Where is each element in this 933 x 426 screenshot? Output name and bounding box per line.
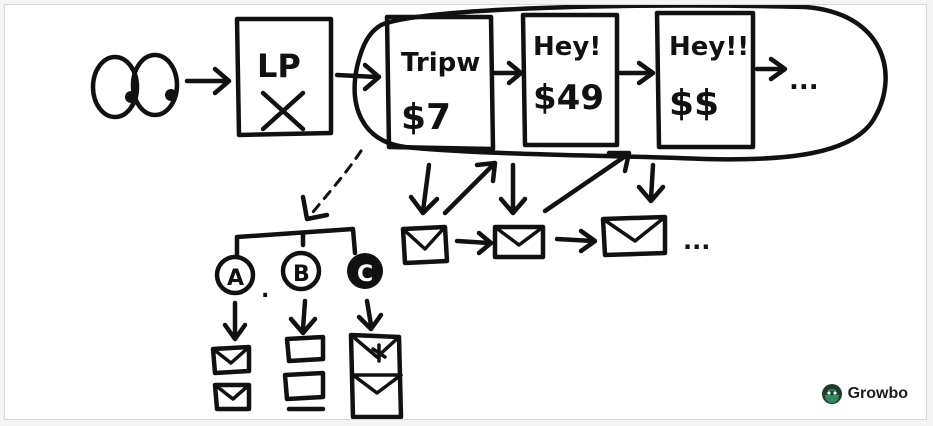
- arrow-email-1-to-2: [454, 230, 494, 256]
- email-icon: [284, 334, 326, 364]
- email-icon: [492, 224, 546, 260]
- segment-tree-bracket: [234, 226, 358, 260]
- offer-3-title: Hey!!: [669, 32, 749, 62]
- email-icon: [212, 382, 252, 412]
- segment-a-label: A: [227, 266, 244, 291]
- arrow-offer-3-to-more: [754, 56, 788, 82]
- segment-c-label: C: [357, 262, 373, 287]
- close-icon: [260, 90, 306, 132]
- segment-c-node: C: [347, 253, 383, 289]
- arrow-eyes-to-lp: [184, 66, 232, 96]
- arrows-offers-emails: [408, 150, 666, 216]
- landing-page-label: LP: [257, 47, 301, 85]
- brand-logo: Growbo: [821, 383, 908, 405]
- offer-2-price: $49: [533, 78, 604, 118]
- offer-1-title: Tripw: [401, 48, 480, 78]
- arrow-offer-2-to-3: [616, 60, 656, 86]
- email-icon: [282, 370, 326, 402]
- offer-box-1: Tripw $7: [384, 14, 496, 152]
- offer-1-price: $7: [401, 97, 451, 138]
- segment-b-label: B: [293, 262, 310, 287]
- email-icon: [210, 344, 252, 376]
- funnel-continues-dots: ...: [789, 66, 819, 96]
- email-icon: [600, 214, 668, 258]
- offer-box-2: Hey! $49: [520, 12, 620, 148]
- email-icon: [400, 224, 450, 266]
- offer-2-title: Hey!: [533, 32, 601, 62]
- offer-box-3: Hey!! $$: [654, 10, 756, 150]
- eyes-icon: [90, 52, 180, 120]
- whiteboard-canvas: LP Tripw $7 Hey! $49 Hey!! $$ ...: [4, 4, 927, 420]
- offer-group-outline: [352, 5, 888, 162]
- offer-3-price: $$: [669, 83, 719, 124]
- arrow-email-2-to-3: [554, 228, 598, 254]
- arrow-offer-1-to-2: [490, 60, 524, 86]
- segment-arrows: [222, 298, 384, 342]
- growbo-logo-icon: [821, 384, 842, 404]
- funnel-sketch: LP Tripw $7 Hey! $49 Hey!! $$ ...: [90, 5, 888, 419]
- landing-page-box: LP: [234, 16, 334, 138]
- segment-separator-dot: .: [261, 278, 269, 303]
- segment-b-node: B: [280, 250, 322, 292]
- email-stack-icon: [348, 332, 404, 419]
- cursor-icon: [371, 343, 387, 363]
- dashed-arrow-to-segments: [300, 149, 363, 222]
- email-sequence-continues-dots: ...: [683, 227, 710, 255]
- brand-name: Growbo: [847, 385, 908, 402]
- segment-a-node: A: [214, 254, 256, 296]
